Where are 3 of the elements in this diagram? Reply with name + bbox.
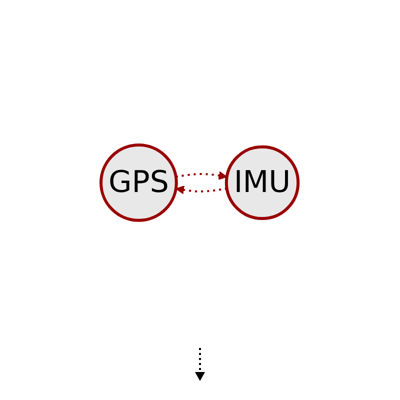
node-circle: IMU [225, 146, 300, 220]
arrow [176, 186, 228, 195]
node-circle: GPS [100, 144, 178, 222]
